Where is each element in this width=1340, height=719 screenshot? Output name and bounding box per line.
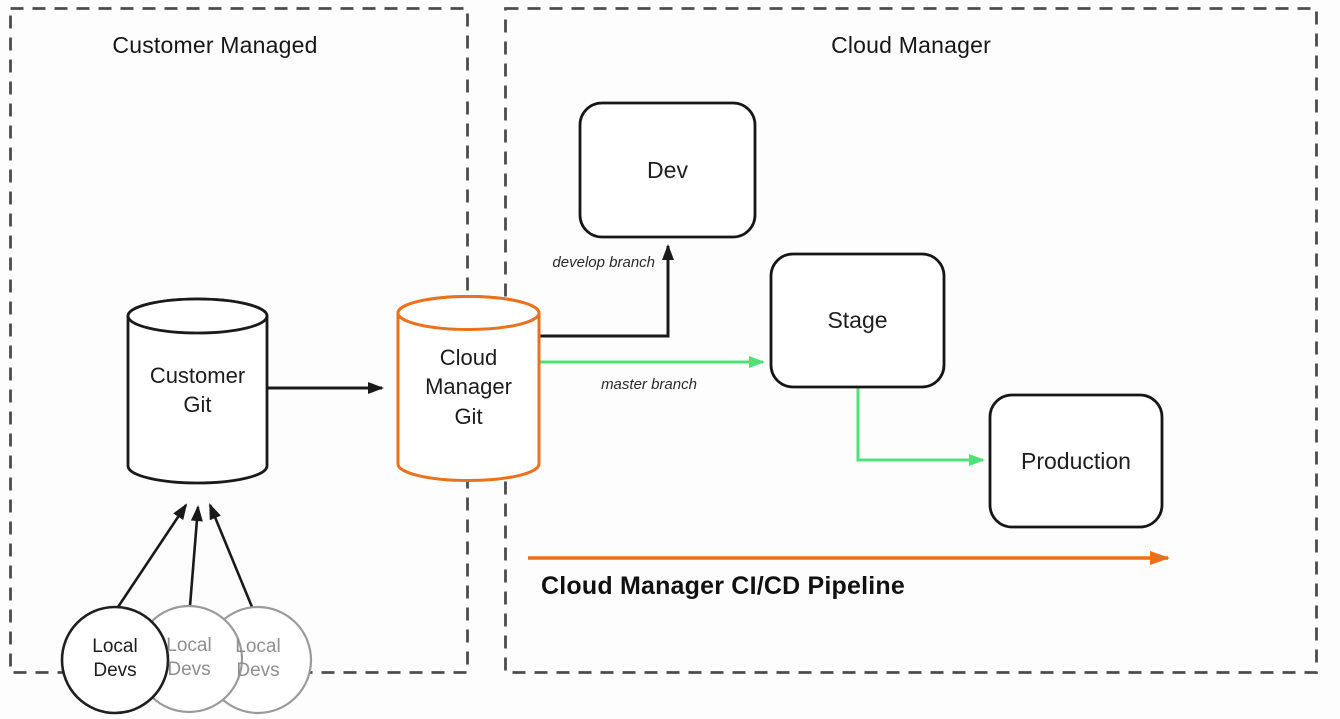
production-node-label: Production	[1021, 447, 1131, 474]
customer-managed-title: Customer Managed	[112, 31, 318, 58]
local-devs-label-3: Local Devs	[235, 635, 281, 681]
develop-branch-arrow	[539, 244, 674, 338]
stage-node	[769, 252, 946, 389]
local-dev-3-arrow	[208, 503, 254, 608]
pipeline-label: Cloud Manager CI/CD Pipeline	[541, 571, 905, 600]
production-node	[988, 393, 1164, 529]
develop-branch-label: develop branch	[552, 253, 655, 271]
stage-node-label: Stage	[827, 307, 888, 333]
local-devs-label-1: Local Devs	[92, 635, 138, 681]
local-dev-1-arrow	[116, 503, 188, 608]
cloud-manager-git-cylinder-top	[396, 295, 541, 331]
stage-to-production-arrow	[856, 387, 985, 466]
local-devs-circle-1	[60, 605, 170, 715]
dev-node	[578, 101, 757, 239]
cloud-manager-title: Cloud Manager	[831, 31, 991, 58]
local-dev-2-arrow	[188, 505, 203, 607]
local-devs-label-2: Local Devs	[166, 634, 212, 680]
customer-git-cylinder-top	[126, 297, 269, 335]
cloud-manager-git-label: Cloud Manager Git	[425, 345, 512, 429]
dev-node-label: Dev	[647, 156, 688, 183]
master-branch-label: master branch	[601, 375, 697, 393]
customer-git-label: Customer Git	[149, 362, 246, 417]
